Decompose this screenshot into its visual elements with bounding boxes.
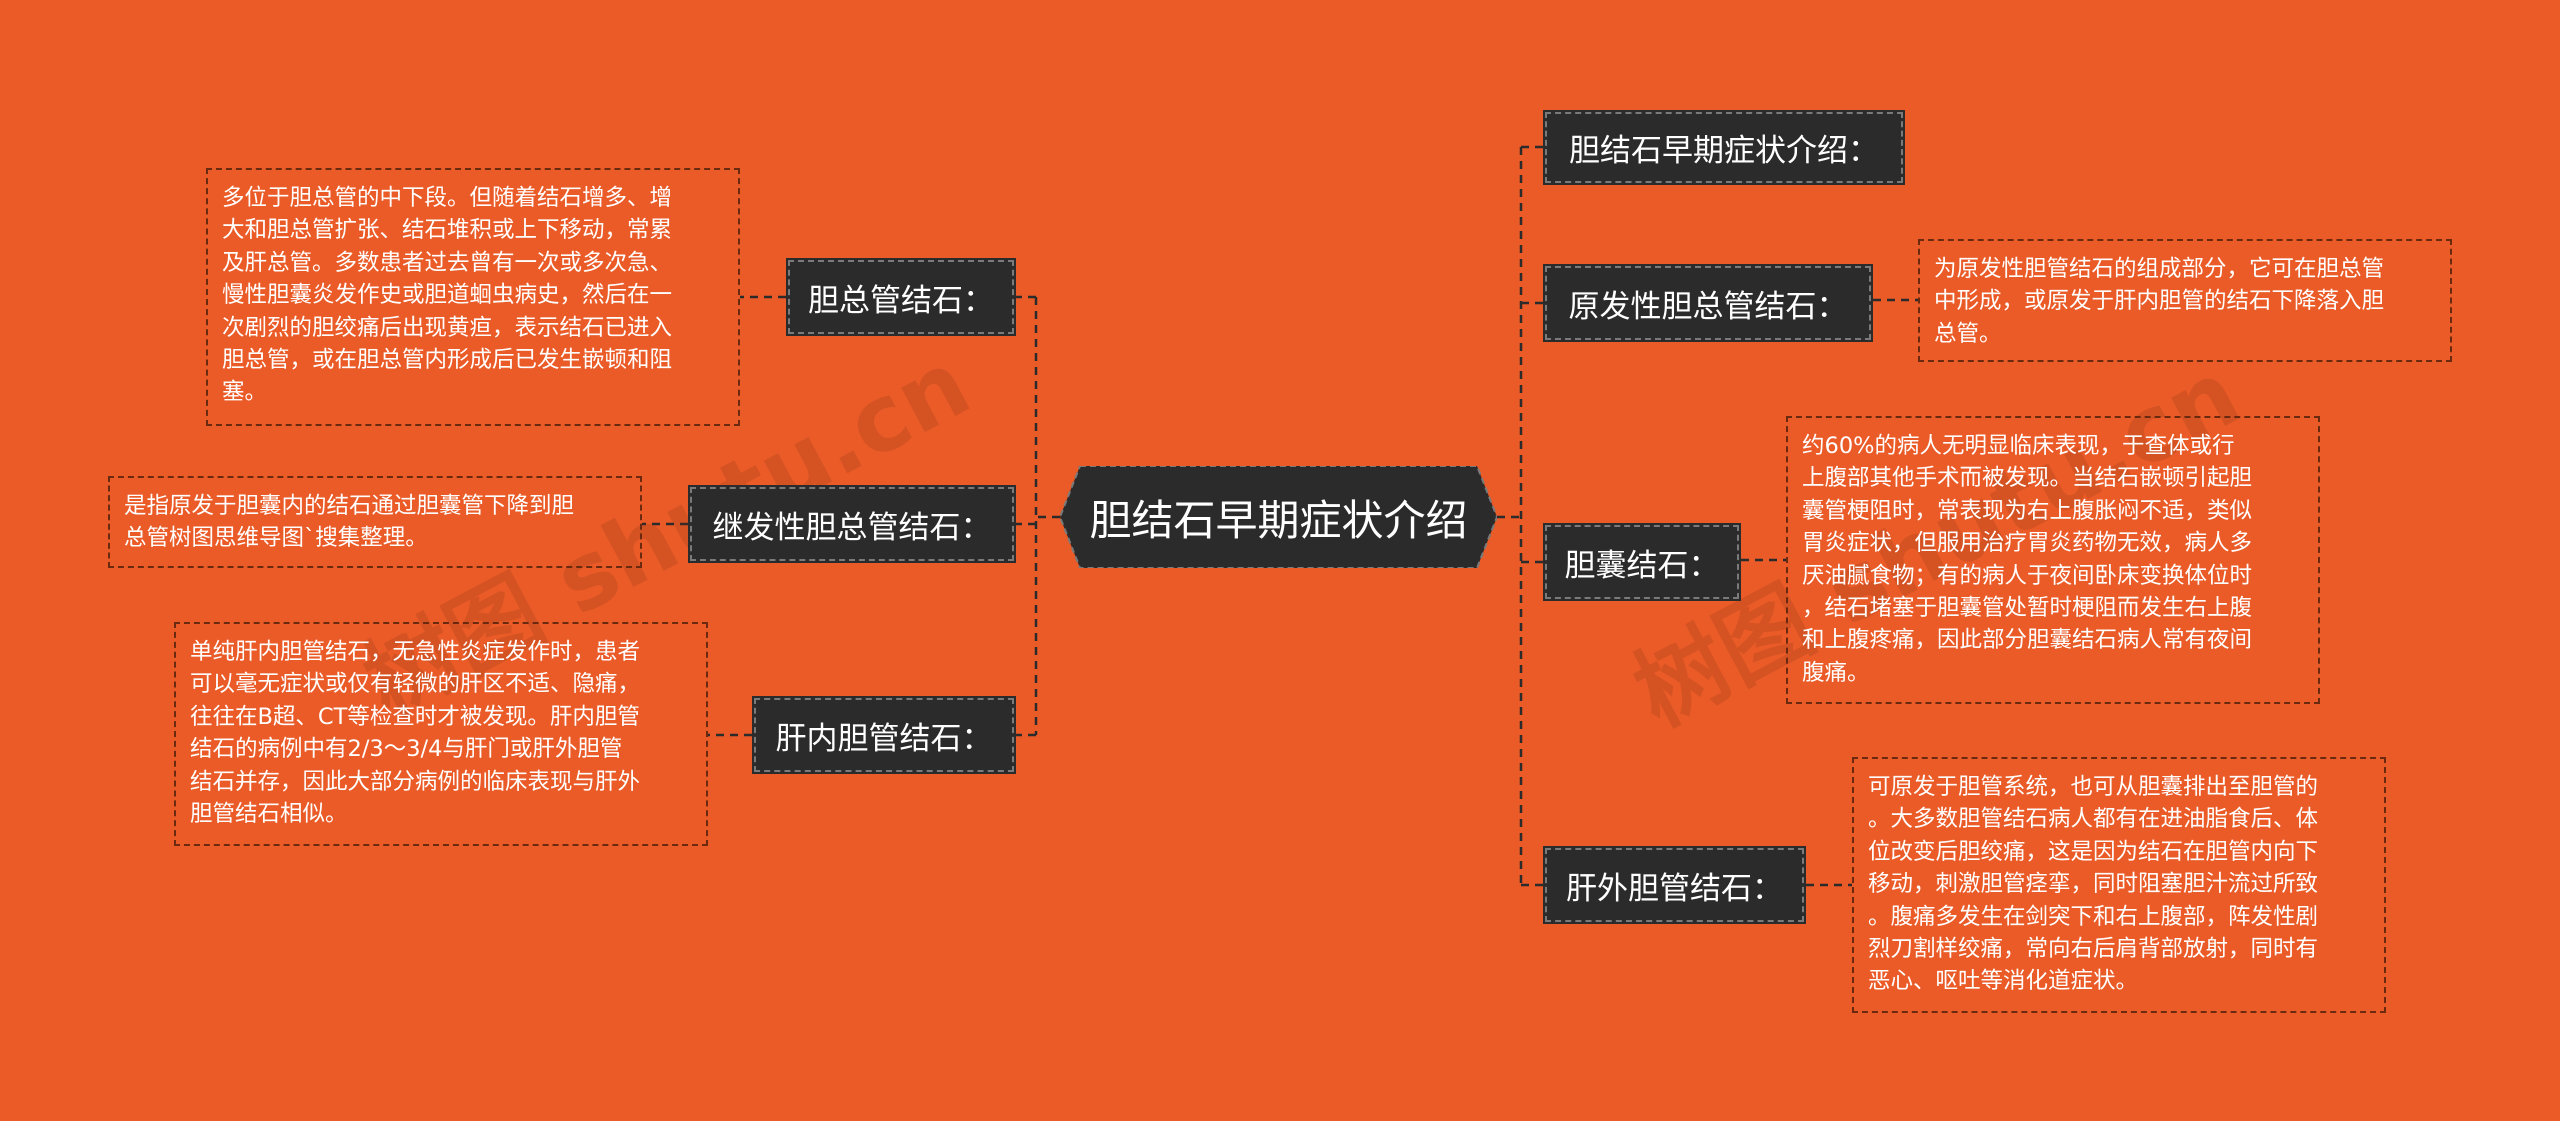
topic-primary-cbd-stone[interactable]: 原发性胆总管结石：	[1543, 264, 1873, 342]
topic-gallbladder-stone[interactable]: 胆囊结石：	[1543, 523, 1741, 601]
note-common-bile-duct-stone: 多位于胆总管的中下段。但随着结石增多、增 大和胆总管扩张、结石堆积或上下移动，常…	[206, 168, 740, 426]
note-gallbladder-stone: 约60%的病人无明显临床表现，于查体或行 上腹部其他手术而被发现。当结石嵌顿引起…	[1786, 416, 2320, 704]
topic-early-symptoms-intro[interactable]: 胆结石早期症状介绍：	[1543, 110, 1905, 185]
root-shape	[1060, 466, 1497, 568]
topic-secondary-cbd-stone[interactable]: 继发性胆总管结石：	[688, 485, 1016, 563]
note-secondary-cbd-stone: 是指原发于胆囊内的结石通过胆囊管下降到胆 总管树图思维导图`搜集整理。	[108, 476, 642, 568]
root-topic-label: 胆结石早期症状介绍	[1089, 495, 1468, 545]
note-primary-cbd-stone: 为原发性胆管结石的组成部分，它可在胆总管 中形成，或原发于肝内胆管的结石下降落入…	[1918, 239, 2452, 362]
topic-common-bile-duct-stone[interactable]: 胆总管结石：	[786, 258, 1016, 336]
topic-intrahepatic-duct-stone[interactable]: 肝内胆管结石：	[752, 696, 1016, 774]
topic-extrahepatic-duct-stone[interactable]: 肝外胆管结石：	[1543, 846, 1806, 924]
note-extrahepatic-duct-stone: 可原发于胆管系统，也可从胆囊排出至胆管的 。大多数胆管结石病人都有在进油脂食后、…	[1852, 757, 2386, 1013]
note-intrahepatic-duct-stone: 单纯肝内胆管结石，无急性炎症发作时，患者 可以毫无症状或仅有轻微的肝区不适、隐痛…	[174, 622, 708, 846]
root-topic[interactable]: 胆结石早期症状介绍	[1060, 466, 1497, 568]
